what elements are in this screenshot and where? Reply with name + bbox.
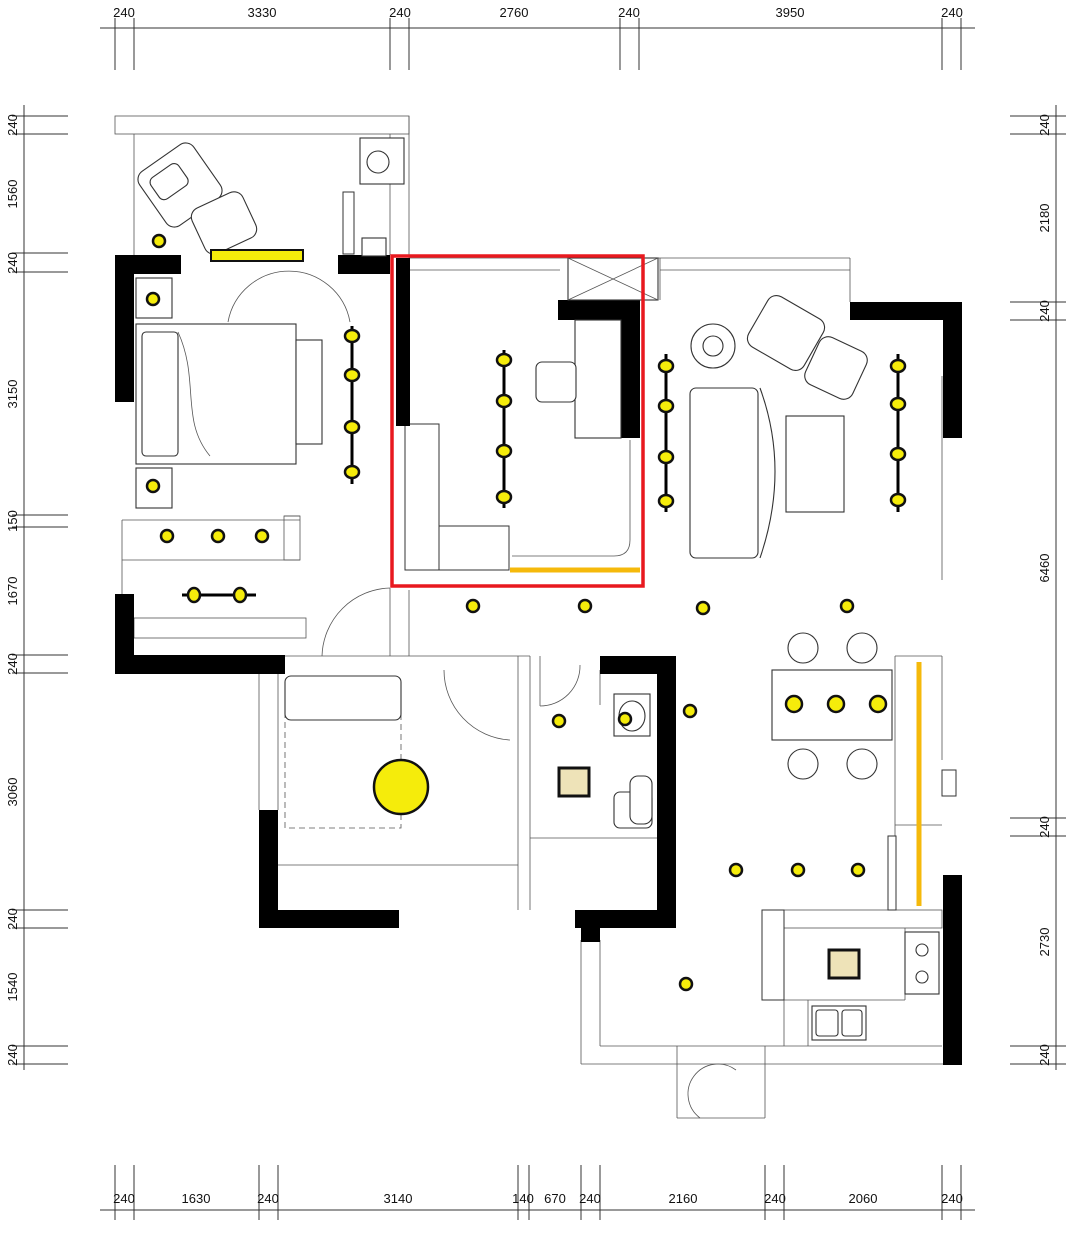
dim-right-5: 240 xyxy=(1037,816,1052,838)
dim-top-6: 3950 xyxy=(776,5,805,20)
dim-top-4: 2760 xyxy=(500,5,529,20)
dim-right-2: 2180 xyxy=(1037,204,1052,233)
dimension-top: 240 3330 240 2760 240 3950 240 xyxy=(100,5,975,70)
dim-left-4: 3150 xyxy=(5,380,20,409)
side-table xyxy=(690,323,736,369)
dim-top-2: 3330 xyxy=(248,5,277,20)
stove xyxy=(904,931,940,995)
dim-bottom-5: 140 xyxy=(512,1191,534,1206)
study-highlight-frame xyxy=(390,254,645,588)
dim-right-4: 6460 xyxy=(1037,554,1052,583)
dim-top-1: 240 xyxy=(113,5,135,20)
ceiling-lamp-bedroom-2 xyxy=(372,758,430,816)
dim-top-3: 240 xyxy=(389,5,411,20)
bedroom-sofa xyxy=(284,675,402,721)
track-light-living-left xyxy=(657,354,675,512)
dim-bottom-3: 240 xyxy=(257,1191,279,1206)
track-light-bedroom xyxy=(343,326,361,484)
dim-bottom-10: 2060 xyxy=(849,1191,878,1206)
dimension-left: 240 1560 240 3150 150 1670 240 3060 240 … xyxy=(5,105,68,1070)
dim-bottom-11: 240 xyxy=(941,1191,963,1206)
hatched-walls xyxy=(342,191,957,1001)
door-swings xyxy=(227,270,737,1119)
track-light-living-right xyxy=(889,354,907,512)
kitchen-sink xyxy=(811,1005,867,1041)
nightstand-bottom xyxy=(135,467,173,509)
dim-left-6: 1670 xyxy=(5,577,20,606)
double-bed xyxy=(135,323,323,465)
dim-left-10: 1540 xyxy=(5,973,20,1002)
dim-bottom-6: 670 xyxy=(544,1191,566,1206)
dim-left-11: 240 xyxy=(5,1044,20,1066)
track-light-bedroom-bottom xyxy=(182,586,256,604)
dim-bottom-7: 240 xyxy=(579,1191,601,1206)
dim-left-9: 240 xyxy=(5,908,20,930)
dim-left-1: 240 xyxy=(5,114,20,136)
balcony-light-bar xyxy=(210,249,304,262)
nightstand-top xyxy=(135,277,173,319)
study-desk xyxy=(512,319,631,557)
dim-left-2: 1560 xyxy=(5,180,20,209)
dim-left-3: 240 xyxy=(5,252,20,274)
dim-left-7: 240 xyxy=(5,653,20,675)
dim-bottom-4: 3140 xyxy=(384,1191,413,1206)
downlights xyxy=(145,233,866,992)
walls xyxy=(115,255,962,1065)
dim-left-8: 3060 xyxy=(5,778,20,807)
plan-outlines xyxy=(114,115,961,1119)
dim-top-7: 240 xyxy=(941,5,963,20)
dim-right-6: 2730 xyxy=(1037,928,1052,957)
dining-pendants xyxy=(784,694,888,714)
dimension-right: 240 2180 240 6460 240 2730 240 xyxy=(1010,105,1066,1070)
dim-bottom-9: 240 xyxy=(764,1191,786,1206)
bathroom-heater xyxy=(557,766,591,798)
dim-right-1: 240 xyxy=(1037,114,1052,136)
dim-bottom-8: 2160 xyxy=(669,1191,698,1206)
dim-bottom-2: 1630 xyxy=(182,1191,211,1206)
sofa xyxy=(689,387,776,559)
tv-cabinet xyxy=(785,415,845,513)
dimension-bottom: 240 1630 240 3140 140 670 240 2160 240 2… xyxy=(100,1165,975,1220)
armchair xyxy=(746,294,826,372)
kitchen-heater xyxy=(827,948,861,980)
dim-right-3: 240 xyxy=(1037,300,1052,322)
balcony-ottoman xyxy=(190,191,258,255)
footstool xyxy=(804,336,868,400)
dim-top-5: 240 xyxy=(618,5,640,20)
dim-right-7: 240 xyxy=(1037,1044,1052,1066)
washing-machine xyxy=(359,137,405,257)
dim-bottom-1: 240 xyxy=(113,1191,135,1206)
track-light-study xyxy=(495,350,513,508)
dim-left-5: 150 xyxy=(5,510,20,532)
